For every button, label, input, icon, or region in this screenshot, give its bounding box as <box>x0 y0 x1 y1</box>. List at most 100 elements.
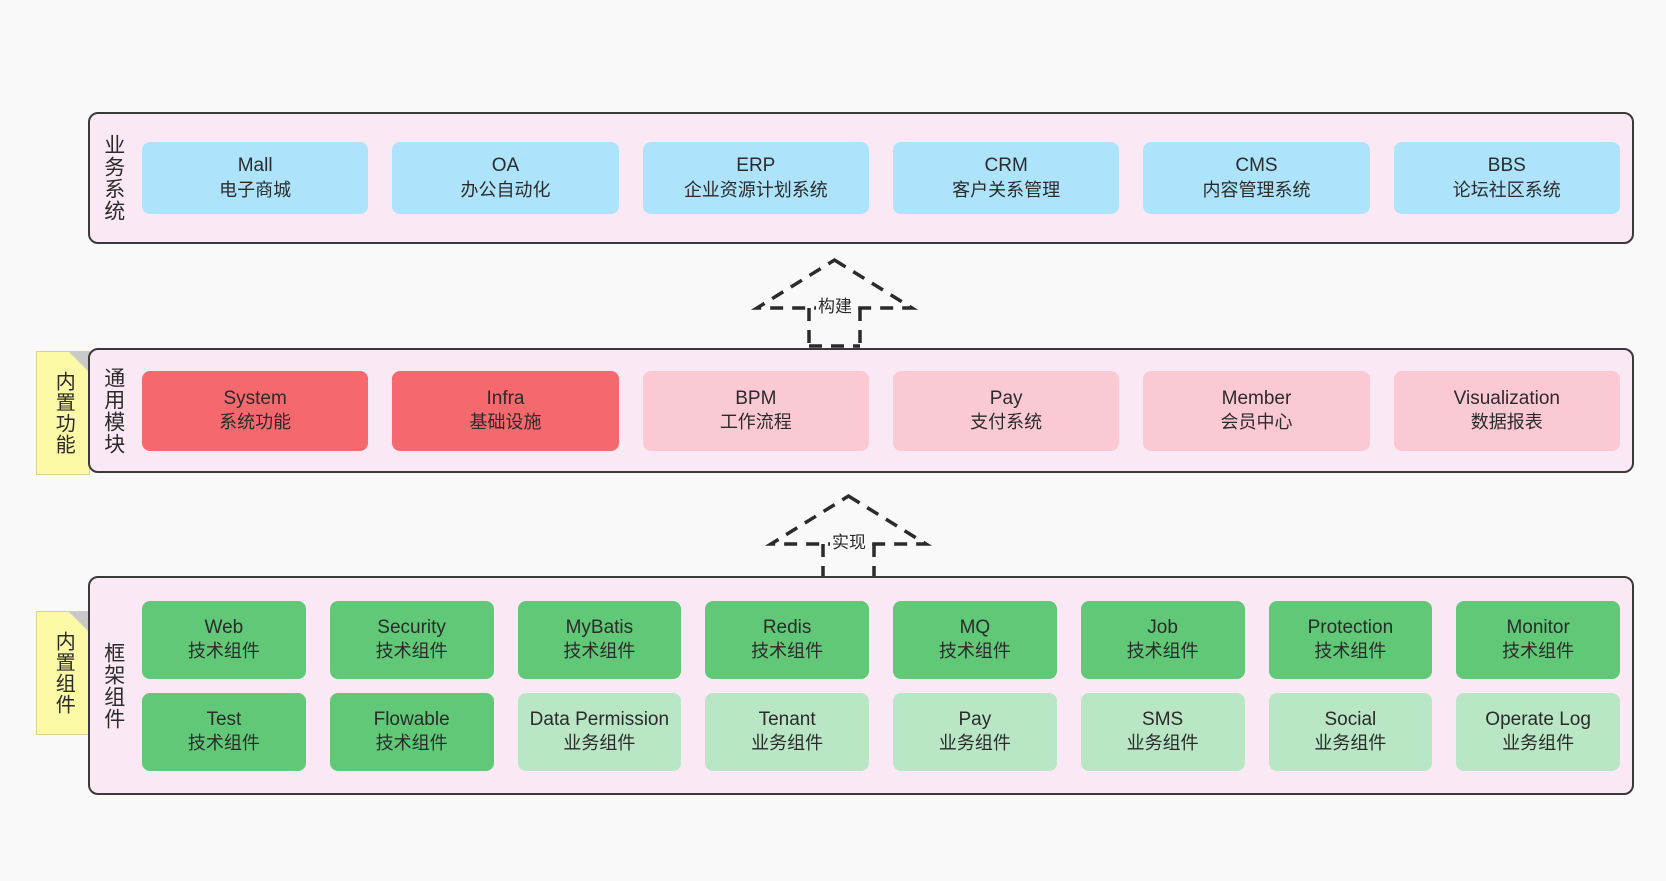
layer-body-business: Mall 电子商城 OA 办公自动化 ERP 企业资源计划系统 CRM 客户关系… <box>136 114 1632 242</box>
arrow-build: 构建 <box>750 256 919 348</box>
card-title: Social <box>1324 708 1377 730</box>
card-security[interactable]: Security 技术组件 <box>329 600 494 679</box>
card-bpm[interactable]: BPM 工作流程 <box>642 370 869 451</box>
card-row: Mall 电子商城 OA 办公自动化 ERP 企业资源计划系统 CRM 客户关系… <box>142 142 1620 214</box>
card-subtitle: 企业资源计划系统 <box>683 179 828 200</box>
card-pay[interactable]: Pay 支付系统 <box>892 370 1120 451</box>
card-title: Security <box>377 616 446 638</box>
card-subtitle: 业务组件 <box>1126 733 1199 754</box>
card-social[interactable]: Social 业务组件 <box>1268 692 1433 771</box>
card-title: Data Permission <box>529 708 670 730</box>
card-subtitle: 业务组件 <box>563 733 636 754</box>
card-title: Monitor <box>1506 616 1570 638</box>
card-title: MQ <box>959 616 991 638</box>
layer-title-business: 业务系统 <box>101 134 125 222</box>
card-row: Web 技术组件 Security 技术组件 MyBatis 技术组件 Redi… <box>142 600 1620 679</box>
card-mybatis[interactable]: MyBatis 技术组件 <box>517 600 682 679</box>
card-title: Tenant <box>758 708 816 730</box>
card-subtitle: 基础设施 <box>469 412 542 433</box>
card-member[interactable]: Member 会员中心 <box>1143 370 1370 451</box>
card-subtitle: 技术组件 <box>187 733 260 754</box>
card-cms[interactable]: CMS 内容管理系统 <box>1143 142 1370 214</box>
card-operate-log[interactable]: Operate Log 业务组件 <box>1456 692 1620 771</box>
card-subtitle: 数据报表 <box>1470 412 1543 433</box>
card-row: Test 技术组件 Flowable 技术组件 Data Permission … <box>142 692 1620 771</box>
card-subtitle: 工作流程 <box>719 412 792 433</box>
card-title: Mall <box>237 155 273 177</box>
card-subtitle: 技术组件 <box>1126 641 1199 662</box>
card-title: BPM <box>735 387 777 409</box>
card-title: System <box>223 387 287 409</box>
note-label: 内置功能 <box>52 371 75 455</box>
card-oa[interactable]: OA 办公自动化 <box>392 142 619 214</box>
card-subtitle: 业务组件 <box>938 733 1011 754</box>
card-title: Flowable <box>373 708 450 730</box>
card-subtitle: 技术组件 <box>563 641 636 662</box>
card-title: OA <box>491 155 520 177</box>
card-monitor[interactable]: Monitor 技术组件 <box>1456 600 1620 679</box>
card-row: System 系统功能 Infra 基础设施 BPM 工作流程 Pay 支付系统… <box>142 370 1620 451</box>
card-flowable[interactable]: Flowable 技术组件 <box>329 692 494 771</box>
card-protection[interactable]: Protection 技术组件 <box>1268 600 1433 679</box>
card-subtitle: 论坛社区系统 <box>1452 179 1561 200</box>
card-crm[interactable]: CRM 客户关系管理 <box>892 142 1120 214</box>
card-bbs[interactable]: BBS 论坛社区系统 <box>1393 142 1620 214</box>
card-tenant[interactable]: Tenant 业务组件 <box>705 692 869 771</box>
card-title: MyBatis <box>565 616 634 638</box>
card-title: Protection <box>1307 616 1394 638</box>
card-mall[interactable]: Mall 电子商城 <box>142 142 369 214</box>
layer-framework-components: 框架组件 Web 技术组件 Security 技术组件 MyBatis 技术组件… <box>88 576 1634 795</box>
card-erp[interactable]: ERP 企业资源计划系统 <box>642 142 869 214</box>
arrow-label-build: 构建 <box>816 292 854 317</box>
arrow-implement: 实现 <box>764 492 933 584</box>
card-sms[interactable]: SMS 业务组件 <box>1080 692 1245 771</box>
layer-body-modules: System 系统功能 Infra 基础设施 BPM 工作流程 Pay 支付系统… <box>136 350 1632 471</box>
card-subtitle: 业务组件 <box>751 733 824 754</box>
layer-title-modules: 通用模块 <box>101 366 125 455</box>
card-subtitle: 技术组件 <box>1502 641 1575 662</box>
card-subtitle: 技术组件 <box>375 641 448 662</box>
note-builtin-component: 内置组件 <box>36 611 90 735</box>
card-subtitle: 技术组件 <box>751 641 824 662</box>
card-subtitle: 会员中心 <box>1220 412 1293 433</box>
dashed-hollow-arrow-icon <box>750 257 919 348</box>
card-title: Operate Log <box>1485 708 1591 730</box>
card-title: Test <box>206 708 242 730</box>
card-subtitle: 客户关系管理 <box>952 179 1061 200</box>
card-job[interactable]: Job 技术组件 <box>1080 600 1245 679</box>
card-subtitle: 业务组件 <box>1502 733 1575 754</box>
card-subtitle: 内容管理系统 <box>1202 179 1311 200</box>
layer-body-framework: Web 技术组件 Security 技术组件 MyBatis 技术组件 Redi… <box>136 578 1632 793</box>
card-test[interactable]: Test 技术组件 <box>142 692 306 771</box>
card-mq[interactable]: MQ 技术组件 <box>893 600 1057 679</box>
card-title: Pay <box>989 387 1023 409</box>
card-subtitle: 技术组件 <box>938 641 1011 662</box>
card-title: ERP <box>736 155 776 177</box>
layer-common-modules: 通用模块 System 系统功能 Infra 基础设施 BPM 工作流程 Pay… <box>88 348 1634 473</box>
card-visualization[interactable]: Visualization 数据报表 <box>1393 370 1620 451</box>
card-subtitle: 技术组件 <box>1314 641 1387 662</box>
card-subtitle: 办公自动化 <box>460 179 551 200</box>
card-subtitle: 电子商城 <box>219 179 292 200</box>
card-subtitle: 业务组件 <box>1314 733 1387 754</box>
layer-title-framework: 框架组件 <box>101 641 125 730</box>
card-title: BBS <box>1487 155 1526 177</box>
card-web[interactable]: Web 技术组件 <box>142 600 306 679</box>
card-system[interactable]: System 系统功能 <box>142 370 369 451</box>
card-infra[interactable]: Infra 基础设施 <box>392 370 619 451</box>
card-subtitle: 技术组件 <box>375 733 448 754</box>
card-title: Pay <box>958 708 992 730</box>
card-redis[interactable]: Redis 技术组件 <box>705 600 869 679</box>
card-subtitle: 支付系统 <box>970 412 1043 433</box>
card-title: Visualization <box>1453 387 1560 409</box>
card-subtitle: 系统功能 <box>219 412 292 433</box>
card-title: Redis <box>762 616 812 638</box>
layer-business-systems: 业务系统 Mall 电子商城 OA 办公自动化 ERP 企业资源计划系统 CRM… <box>88 112 1634 244</box>
card-data-permission[interactable]: Data Permission 业务组件 <box>517 692 682 771</box>
card-title: Job <box>1147 616 1178 638</box>
card-pay-component[interactable]: Pay 业务组件 <box>893 692 1057 771</box>
card-subtitle: 技术组件 <box>187 641 260 662</box>
card-title: SMS <box>1142 708 1184 730</box>
arrow-label-implement: 实现 <box>830 528 868 553</box>
